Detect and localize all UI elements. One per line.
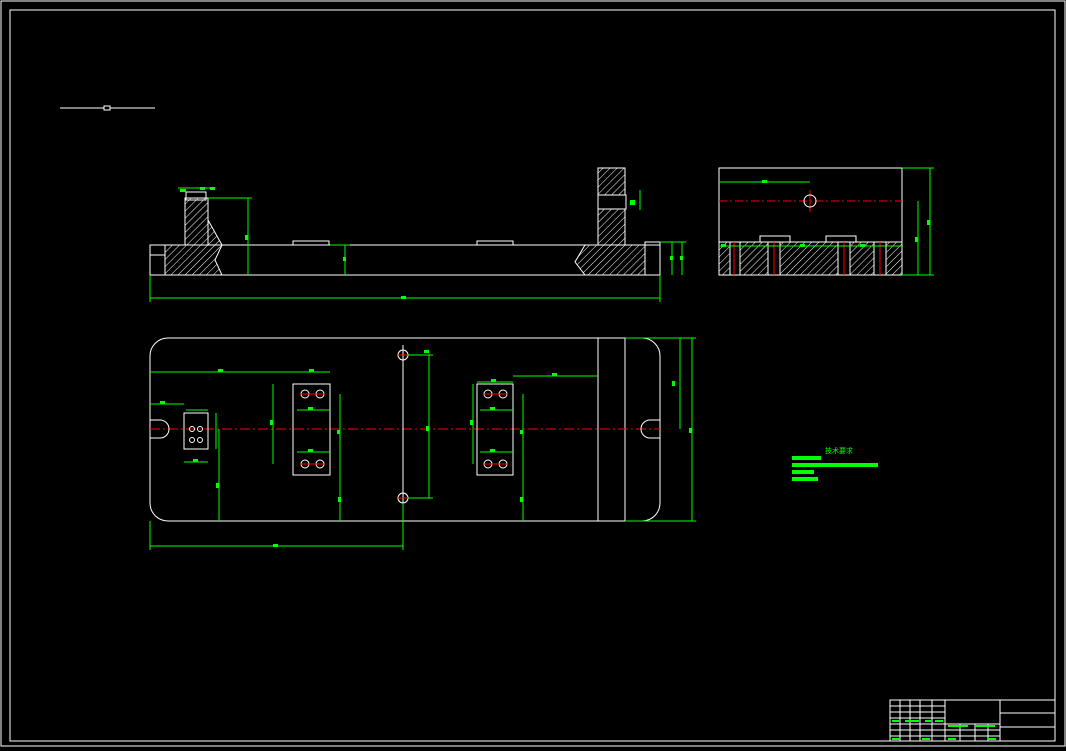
note-line-2 xyxy=(792,463,878,467)
note-line-3 xyxy=(792,470,814,474)
notes-title: 技术要求 xyxy=(825,446,853,455)
scale-symbol xyxy=(60,105,155,111)
note-line-1 xyxy=(792,456,821,460)
drawing-border-inner xyxy=(9,9,1056,742)
technical-notes: 技术要求 xyxy=(792,446,878,481)
front-view xyxy=(149,167,686,302)
side-view xyxy=(718,167,934,276)
note-line-4 xyxy=(792,477,818,481)
top-view xyxy=(149,337,696,550)
title-block-text xyxy=(892,720,996,740)
